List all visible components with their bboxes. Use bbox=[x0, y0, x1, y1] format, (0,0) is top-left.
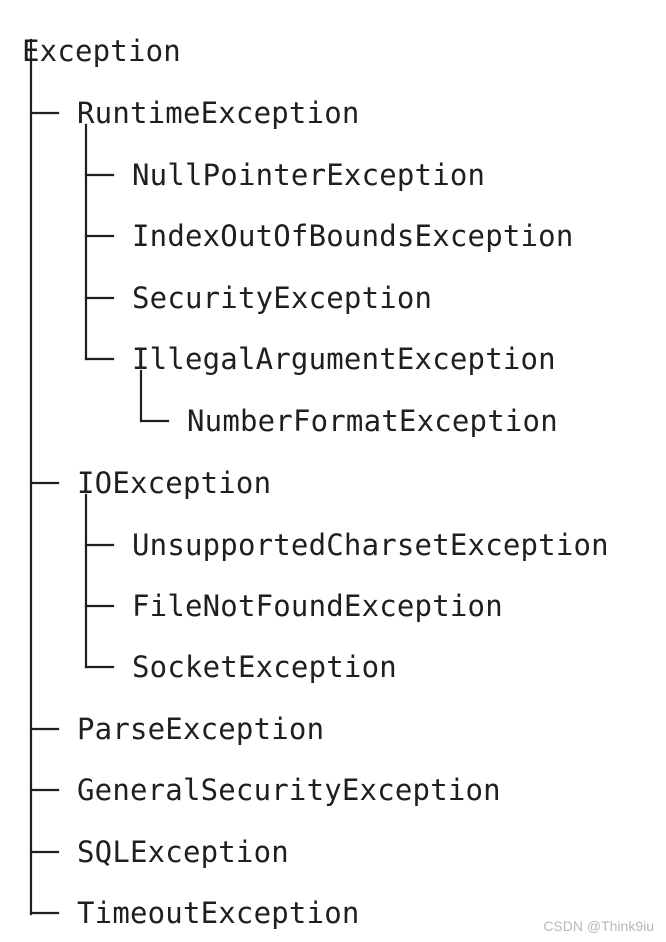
node-illegal-argument-exception: IllegalArgumentException bbox=[132, 342, 556, 376]
node-null-pointer-exception: NullPointerException bbox=[132, 158, 486, 192]
node-unsupported-charset-exception: UnsupportedCharsetException bbox=[132, 528, 609, 562]
node-security-exception: SecurityException bbox=[132, 281, 433, 315]
node-number-format-exception: NumberFormatException bbox=[187, 404, 558, 438]
node-parse-exception: ParseException bbox=[77, 712, 325, 746]
watermark-text: CSDN @Think9iu bbox=[543, 918, 654, 934]
node-socket-exception: SocketException bbox=[132, 650, 397, 684]
node-general-security-exception: GeneralSecurityException bbox=[77, 773, 501, 807]
node-file-not-found-exception: FileNotFoundException bbox=[132, 589, 503, 623]
node-exception: Exception bbox=[22, 34, 181, 68]
node-timeout-exception: TimeoutException bbox=[77, 896, 360, 930]
node-sql-exception: SQLException bbox=[77, 835, 289, 869]
node-index-out-of-bounds-exception: IndexOutOfBoundsException bbox=[132, 219, 574, 253]
node-runtime-exception: RuntimeException bbox=[77, 96, 360, 130]
node-io-exception: IOException bbox=[77, 466, 272, 500]
